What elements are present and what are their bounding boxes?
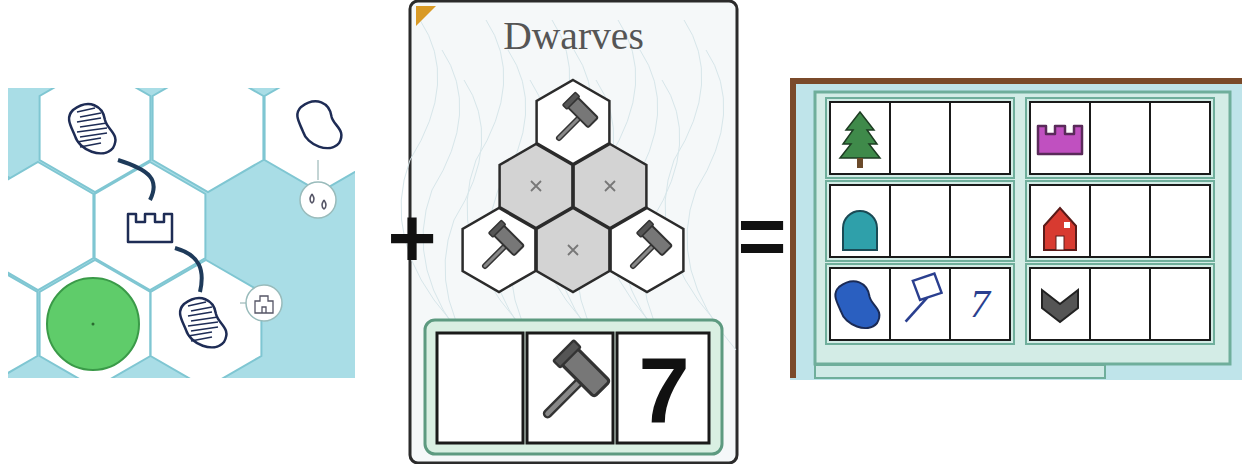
corner-mark [416, 6, 436, 26]
lake-outline [69, 104, 115, 153]
house-icon [1044, 208, 1076, 250]
board-cell [1090, 102, 1150, 174]
score-cell [617, 333, 709, 443]
equals-sign: = [737, 194, 786, 278]
score-cell [527, 333, 613, 443]
map-hex [265, 88, 355, 192]
connection-curve [175, 248, 202, 292]
score-value: 7 [638, 344, 689, 436]
mountain-icon [1042, 290, 1078, 322]
board-cell [1150, 102, 1210, 174]
cross-mark [531, 181, 541, 191]
hammer-icon [485, 220, 525, 266]
hammer-sketch [906, 274, 942, 322]
tree-icon [840, 112, 880, 158]
connection-curve [118, 160, 154, 200]
board-cell [1150, 185, 1210, 257]
board-cell [1090, 185, 1150, 257]
board-cell [830, 102, 890, 174]
lake-icon [835, 281, 879, 328]
hammer-hex [611, 208, 684, 292]
card-face [410, 1, 737, 463]
hammer-icon [559, 92, 599, 138]
board-ground [790, 80, 1242, 380]
hammer-icon [633, 220, 673, 266]
map-hex [8, 260, 37, 378]
board-cell [830, 268, 890, 340]
castle-icon [1038, 126, 1082, 154]
dome-icon [843, 211, 877, 250]
card-title: Dwarves [410, 15, 737, 59]
map-hex [40, 260, 151, 378]
lake-hatching [188, 302, 218, 341]
board-cell [830, 185, 890, 257]
blocked-hex [537, 208, 610, 292]
cross-mark [605, 181, 615, 191]
board-edge [790, 78, 1242, 84]
castle-icon [128, 214, 172, 242]
board-cell [950, 102, 1010, 174]
score-strip [425, 320, 722, 454]
score-panel [815, 92, 1230, 364]
cross-mark [568, 245, 578, 255]
board-cell [1030, 268, 1090, 340]
water-badge [300, 182, 336, 218]
hammer-hex [463, 208, 536, 292]
board-cell [890, 185, 950, 257]
lake-outline [297, 101, 341, 148]
lake-hatching [77, 108, 107, 147]
board-cell [950, 268, 1010, 340]
building-badge [246, 285, 282, 321]
board-cell [1030, 102, 1090, 174]
board-cell [890, 268, 950, 340]
map-hex [151, 260, 262, 378]
board-cell [1030, 185, 1090, 257]
green-token [47, 278, 139, 370]
lake-outline [180, 298, 226, 347]
plus-sign: + [387, 196, 436, 280]
board-cell [950, 185, 1010, 257]
board-cell [1150, 268, 1210, 340]
written-score: 7 [970, 284, 990, 324]
board-cell [1090, 268, 1150, 340]
hammer-icon [548, 340, 613, 413]
board-cell [890, 102, 950, 174]
score-cell [437, 333, 523, 443]
